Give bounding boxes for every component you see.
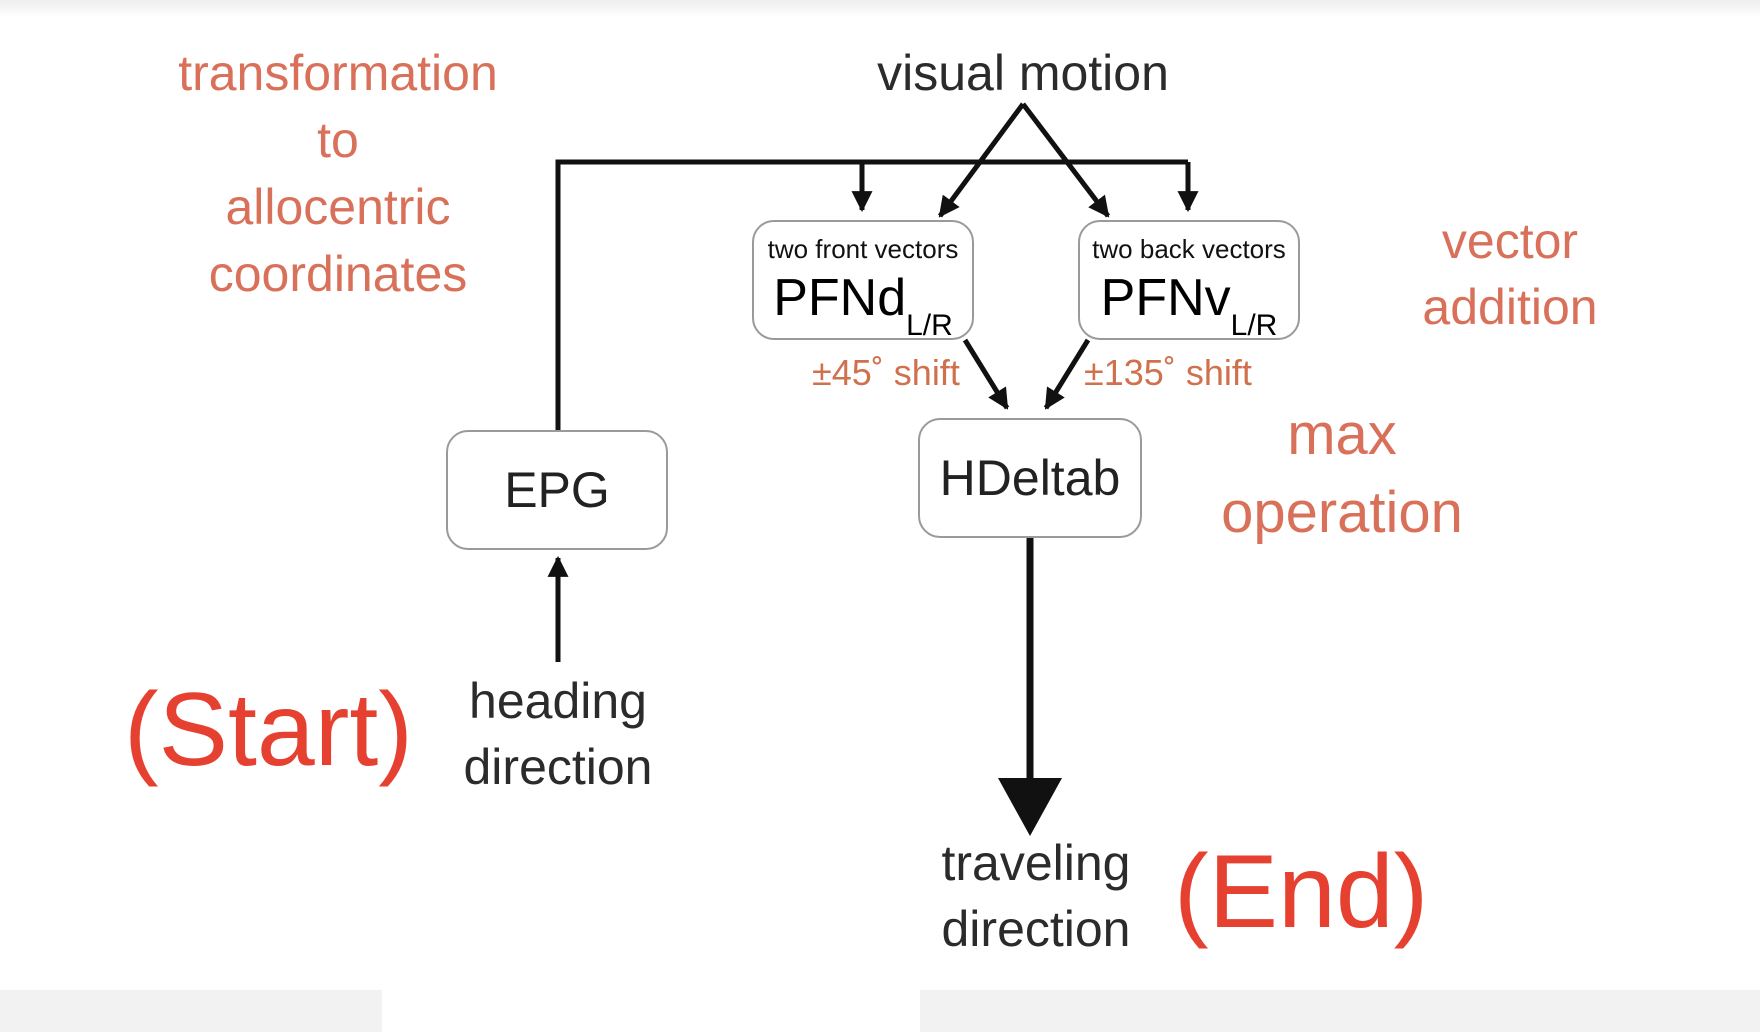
visual-to-pfnd-arrow xyxy=(937,102,1026,218)
vector-addition-line-1: vector xyxy=(1441,213,1579,269)
traveling-direction-label: traveling direction xyxy=(920,830,1152,962)
transformation-line-4: coordinates xyxy=(208,246,468,302)
pfnv-name-wrap: PFNvL/R xyxy=(1080,268,1298,343)
pfnd-shift-label: ±45˚ shift xyxy=(812,352,960,393)
pfnv-caption: two back vectors xyxy=(1092,234,1286,264)
bottom-band-gap xyxy=(382,990,920,1032)
epg-label: EPG xyxy=(504,462,610,518)
pfnv-node: two back vectors PFNvL/R xyxy=(1078,220,1300,343)
max-operation-annotation: max operation xyxy=(1196,396,1488,552)
pfnv-to-hdeltab-arrow xyxy=(1043,338,1091,410)
transformation-line-1: transformation xyxy=(178,45,498,101)
vector-addition-line-2: addition xyxy=(1422,279,1598,335)
transformation-annotation: transformation to allocentric coordinate… xyxy=(148,40,528,308)
heading-direction-label: heading direction xyxy=(440,668,676,800)
traveling-direction-line-1: traveling xyxy=(941,835,1131,891)
end-annotation: (End) xyxy=(1174,834,1429,950)
pfnd-name: PFNd xyxy=(773,269,907,327)
hdeltab-to-traveling-arrowhead xyxy=(998,778,1062,836)
traveling-direction-line-2: direction xyxy=(941,901,1131,957)
pfnd-node: two front vectors PFNdL/R xyxy=(752,220,974,343)
vector-addition-annotation: vector addition xyxy=(1400,208,1620,340)
heading-direction-line-1: heading xyxy=(469,673,647,729)
hdeltab-label: HDeltab xyxy=(939,450,1121,506)
transformation-line-2: to xyxy=(317,112,359,168)
pfnv-subscript: L/R xyxy=(1230,309,1278,342)
max-operation-line-1: max xyxy=(1287,402,1397,467)
pfnv-shift-label: ±135˚ shift xyxy=(1084,352,1252,393)
heading-direction-line-2: direction xyxy=(463,739,653,795)
pfnd-subscript: L/R xyxy=(906,309,953,342)
pfnv-name: PFNv xyxy=(1100,269,1231,327)
transformation-line-3: allocentric xyxy=(225,179,451,235)
epg-node: EPG xyxy=(446,430,668,550)
visual-motion-label: visual motion xyxy=(877,45,1169,101)
hdeltab-node: HDeltab xyxy=(918,418,1142,538)
top-band xyxy=(0,0,1760,18)
pfnd-name-wrap: PFNdL/R xyxy=(754,268,972,343)
pfnd-to-hdeltab-arrow xyxy=(962,338,1010,410)
max-operation-line-2: operation xyxy=(1221,480,1463,545)
pfnd-caption: two front vectors xyxy=(767,234,959,264)
start-annotation: (Start) xyxy=(124,672,413,788)
visual-to-pfnv-arrow xyxy=(1021,102,1110,218)
